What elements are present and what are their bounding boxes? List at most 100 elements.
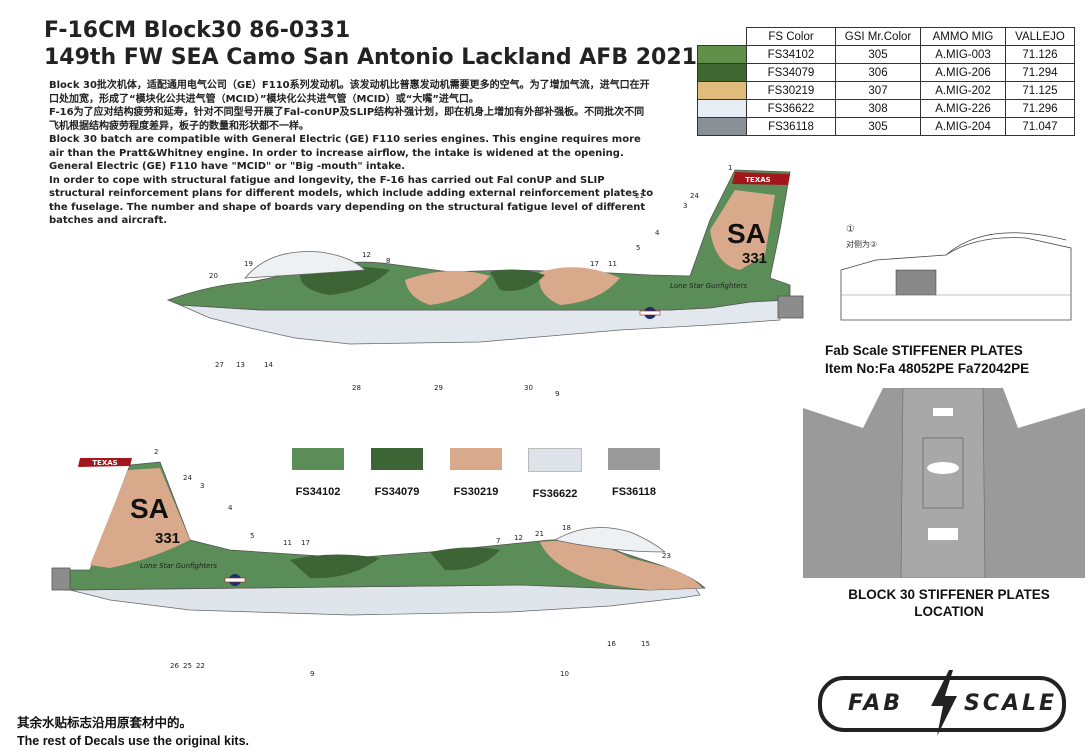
logo-text-right: SCALE	[964, 691, 1058, 716]
callout-number: 18	[562, 524, 571, 532]
stiffener-title-line1: Fab Scale STIFFENER PLATES	[825, 343, 1023, 358]
callout-number: 4	[655, 229, 660, 237]
table-cell: 71.125	[1005, 81, 1075, 100]
callout-number: 19	[244, 260, 253, 268]
camo-patch-tan	[90, 468, 190, 568]
callout-number: 3	[200, 482, 204, 490]
callout-number: 8	[386, 257, 390, 265]
stiffener-title: Fab Scale STIFFENER PLATES Item No:Fa 48…	[825, 342, 1029, 378]
table-cell: 71.294	[1005, 63, 1075, 82]
callout-number: 7	[496, 537, 500, 545]
callout-number: 9	[310, 670, 314, 678]
stiffener-location-drawing	[803, 388, 1085, 578]
table-row: FS36622 308 A.MIG-226 71.296	[697, 99, 1075, 118]
paint-swatch-color	[371, 448, 423, 470]
callout-number: 26	[170, 662, 179, 670]
callout-number: 17	[301, 539, 310, 547]
camo-patch-dark	[300, 266, 390, 295]
table-color-swatch	[697, 63, 747, 82]
callout-number: 5	[250, 532, 254, 540]
aircraft-profile-right: TEXAS SA 331 Lone Star Gunfighters 2 24 …	[51, 448, 707, 678]
paint-swatch: FS34102	[278, 448, 358, 498]
callout-number: 16	[607, 640, 616, 648]
callout-number: 4	[228, 504, 233, 512]
paint-swatch-label: FS30219	[453, 486, 499, 498]
logo-text-left: FAB	[848, 691, 903, 716]
table-cell: 71.296	[1005, 99, 1075, 118]
tail-band-text: TEXAS	[745, 176, 770, 184]
paint-swatch-label: FS34102	[295, 486, 341, 498]
tail-script: Lone Star Gunfighters	[140, 562, 217, 570]
tail-code: SA	[727, 218, 766, 249]
table-header-row: FS Color GSI Mr.Color AMMO MIG VALLEJO	[697, 27, 1075, 46]
description-zh-2: F-16为了应对结构疲劳和延寿，针对不同型号开展了Fal-conUP及SLIP结…	[49, 107, 645, 132]
camo-patch-dark	[490, 269, 545, 291]
table-color-swatch	[697, 45, 747, 64]
detail-label: 对侧为②	[846, 239, 877, 249]
engine-nozzle	[51, 567, 71, 591]
callout-number: 21	[535, 530, 544, 538]
table-header-cell: GSI Mr.Color	[835, 27, 921, 46]
callout-number: 10	[560, 670, 569, 678]
callout-number: 11	[608, 260, 617, 268]
insignia-bar	[224, 577, 246, 583]
callout-number: 22	[196, 662, 205, 670]
paint-swatch-color	[450, 448, 502, 470]
footer-note-zh: 其余水贴标志沿用原套材中的。	[17, 716, 193, 730]
table-row: FS34102 305 A.MIG-003 71.126	[697, 45, 1075, 64]
callout-number: 28	[352, 384, 361, 392]
table-color-swatch	[697, 117, 747, 136]
table-cell: 305	[835, 45, 921, 64]
table-cell: 306	[835, 63, 921, 82]
insignia-bar	[639, 310, 661, 316]
table-header-blank	[697, 27, 747, 46]
stiffener-location-line2: LOCATION	[914, 604, 984, 619]
table-row: FS36118 305 A.MIG-204 71.047	[697, 117, 1075, 136]
callout-number: 2	[154, 448, 158, 456]
table-color-swatch	[697, 81, 747, 100]
table-header-cell: FS Color	[746, 27, 836, 46]
callout-number: 15	[641, 640, 650, 648]
table-cell: 307	[835, 81, 921, 100]
description-zh-1: Block 30批次机体，适配通用电气公司（GE）F110系列发动机。该发动机比…	[49, 80, 650, 105]
table-header-cell: VALLEJO	[1005, 27, 1075, 46]
table-cell: A.MIG-202	[920, 81, 1006, 100]
table-cell: A.MIG-206	[920, 63, 1006, 82]
callout-number: 24	[183, 474, 192, 482]
table-cell: 308	[835, 99, 921, 118]
callout-number: 17	[590, 260, 599, 268]
camo-patch-tan	[405, 270, 490, 305]
description-en-1: Block 30 batch are compatible with Gener…	[49, 134, 641, 172]
stiffener-location-title: BLOCK 30 STIFFENER PLATES LOCATION	[808, 586, 1088, 620]
table-cell: FS34102	[746, 45, 836, 64]
callout-number: 12	[362, 251, 371, 259]
tail-code: SA	[130, 493, 169, 524]
camo-patch-dark	[290, 554, 380, 579]
page-title-line1: F-16CM Block30 86-0331	[44, 18, 351, 43]
camo-patch-tan	[540, 540, 702, 590]
page-title-line2: 149th FW SEA Camo San Antonio Lackland A…	[44, 45, 697, 70]
description-block: Block 30批次机体，适配通用电气公司（GE）F110系列发动机。该发动机比…	[49, 79, 654, 228]
callout-number: 21	[635, 192, 644, 200]
paint-swatch: FS36622	[515, 448, 595, 500]
detail-label: ①	[846, 224, 855, 235]
fab-scale-logo: FAB SCALE	[818, 670, 1066, 736]
callout-number: 5	[636, 244, 640, 252]
stiffener-item-numbers: Item No:Fa 48052PE Fa72042PE	[825, 361, 1030, 376]
paint-swatch-label: FS34079	[374, 486, 420, 498]
canopy	[553, 527, 667, 553]
table-cell: A.MIG-204	[920, 117, 1006, 136]
paint-swatch-color	[528, 448, 582, 472]
tail-number: 331	[155, 530, 180, 547]
tail-script: Lone Star Gunfighters	[670, 282, 747, 290]
table-color-swatch	[697, 99, 747, 118]
callout-number: 14	[264, 361, 273, 369]
camo-patch-dark	[430, 547, 500, 571]
table-cell: FS30219	[746, 81, 836, 100]
table-cell: 305	[835, 117, 921, 136]
aircraft-profile-left: TEXAS SA 331 Lone Star Gunfighters 1 24 …	[166, 164, 804, 398]
callout-number: 20	[209, 272, 218, 280]
paint-swatch-color	[608, 448, 660, 470]
table-row: FS30219 307 A.MIG-202 71.125	[697, 81, 1075, 100]
table-cell: A.MIG-226	[920, 99, 1006, 118]
